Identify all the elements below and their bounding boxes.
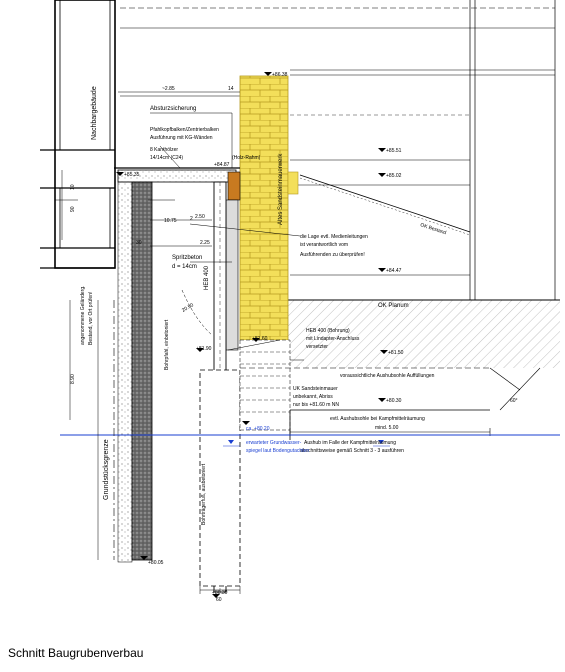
level-8150: +81.50 bbox=[388, 350, 404, 356]
level-8190: +81.90 bbox=[196, 346, 212, 352]
sandstone-wall-label: Altes Sandsteinmauerwerk bbox=[278, 153, 284, 225]
holz-rahm-label: (Holz-Rahm) bbox=[232, 155, 261, 161]
level-8551: +85.51 bbox=[386, 148, 402, 154]
ok-bestand-label: OK Bestand bbox=[419, 222, 447, 236]
shotcrete-layer bbox=[225, 199, 239, 351]
dim-1075: 10.75 bbox=[164, 218, 177, 224]
groundwater-label-2: spiegel laut Bodengutachten bbox=[246, 448, 309, 454]
spritzbeton-label-2: d = 14cm bbox=[172, 264, 197, 270]
neighbour-label: Nachbargebäude bbox=[91, 86, 98, 140]
level-8447: +84.47 bbox=[386, 268, 402, 274]
slope-label: 60° bbox=[510, 398, 518, 404]
existing-structure-lines bbox=[120, 0, 556, 300]
aushub-kampf-label-1: Aushub im Falle der Kampfmittelräumung bbox=[304, 440, 396, 446]
uk-sandstein-label-2: unbekannt, Abriss bbox=[293, 394, 333, 400]
dim-250: 2.50 bbox=[195, 214, 205, 220]
spritzbeton-label-1: Spritzbeton bbox=[172, 255, 202, 261]
pile-cap-beam bbox=[114, 167, 241, 201]
level-markers bbox=[116, 72, 388, 598]
aushub-kampf-label-2: abschnittsweise gemäß Schnitt 3 - 3 ausf… bbox=[300, 448, 404, 454]
kanthoelzer-label-2: 14/14cm (C24) bbox=[150, 155, 183, 161]
neighbour-building: Nachbargebäude bbox=[40, 0, 116, 269]
level-8005: +80.05 bbox=[148, 560, 164, 566]
dim-2050: 20.50 bbox=[181, 302, 195, 314]
ok-planum-label: OK Planum bbox=[378, 303, 409, 309]
heb-bohrung-label-1: HEB 400 (Bohrung) bbox=[306, 328, 350, 334]
level-8487: +84.87 bbox=[214, 162, 230, 168]
medien-label-1: die Lage evtl. Medienleitungen bbox=[300, 234, 368, 240]
bohrpfahl-label: Bohrpfahl, einbetoniert bbox=[164, 319, 170, 370]
dim-890: 8.90 bbox=[70, 374, 76, 384]
leader-lines bbox=[150, 112, 304, 361]
dim-2: 2 bbox=[190, 216, 193, 222]
level-8030b: +80.30 bbox=[212, 590, 228, 596]
groundwater-level: ca. +80.20 bbox=[246, 426, 270, 432]
property-line-label: Grundstücksgrenze bbox=[103, 439, 110, 500]
heb-vertical-label: HEB 400 bbox=[204, 265, 210, 290]
dim-90: 90 bbox=[70, 206, 76, 212]
medien-label-3: Ausführenden zu überprüfen! bbox=[300, 252, 365, 258]
kampfmittel-label: evtl. Aushubsohle bei Kampfmittelräumung bbox=[330, 416, 425, 422]
dim-225: 2.25 bbox=[200, 240, 210, 246]
bored-pile-wall bbox=[117, 181, 153, 563]
dim-min-text: mind. 5.00 bbox=[375, 425, 399, 431]
soldier-pile-foot: Bohrträgerfuß, ausbetoniert bbox=[199, 369, 241, 587]
dim-30: 30 bbox=[136, 240, 142, 246]
bottom-width-label: 60 bbox=[216, 597, 222, 603]
dim-10: 10 bbox=[70, 184, 76, 190]
uk-sandstein-label-3: nur bis +81.60 m NN bbox=[293, 402, 339, 408]
kanthoelzer-label-1: 8 Kanthölzer bbox=[150, 147, 178, 153]
absturz-label: Absturzsicherung bbox=[150, 106, 196, 112]
dim-14: 14 bbox=[228, 86, 234, 92]
groundwater-line bbox=[60, 434, 560, 447]
pfahlkopf-label-1: Pfahlkopfbalken/Zentrierbalken bbox=[150, 127, 219, 133]
heb-bohrung-label-2: mit Lindapter-Anschluss bbox=[306, 336, 360, 342]
level-8502: +85.02 bbox=[386, 173, 402, 179]
aushub-label: voraussichtliche Aushubsohle Auffüllunge… bbox=[340, 373, 435, 379]
uk-sandstein-label-1: UK Sandsteinmauer bbox=[293, 386, 338, 392]
groundwater-label-1: erwarteter Grundwasser- bbox=[246, 440, 302, 446]
heb-bohrung-label-3: versetzter bbox=[306, 344, 328, 350]
sandstone-foundation bbox=[239, 339, 291, 431]
gelaende-label-1: angenommene Geländerg. bbox=[80, 286, 86, 346]
dim-285: ~2.85 bbox=[162, 86, 175, 92]
medien-label-2: ist verantwortlich vom bbox=[300, 242, 348, 248]
drawing-caption: Schnitt Baugrubenverbau bbox=[8, 646, 144, 660]
level-8030: +80.30 bbox=[386, 398, 402, 404]
planum-soil-zone bbox=[240, 300, 560, 368]
level-8535: +85.35 bbox=[124, 172, 140, 178]
level-8160: +81.60 bbox=[252, 336, 268, 342]
angle-guide bbox=[181, 289, 213, 336]
pfahlkopf-label-2: Ausführung mit KG-Wänden bbox=[150, 135, 213, 141]
existing-ground-slope: OK Bestand bbox=[299, 174, 471, 236]
bohrtraeger-label: Bohrträgerfuß, ausbetoniert bbox=[201, 463, 207, 525]
dimension-lines bbox=[55, 91, 241, 594]
level-8638: +86.38 bbox=[272, 72, 288, 78]
gelaende-label-2: Bestand, vor Ort prüfen! bbox=[88, 292, 94, 345]
dim-min-500: mind. 5.00 bbox=[289, 425, 491, 436]
section-drawing: Nachbargebäude OK Bestand Altes Sandstei… bbox=[40, 0, 560, 603]
